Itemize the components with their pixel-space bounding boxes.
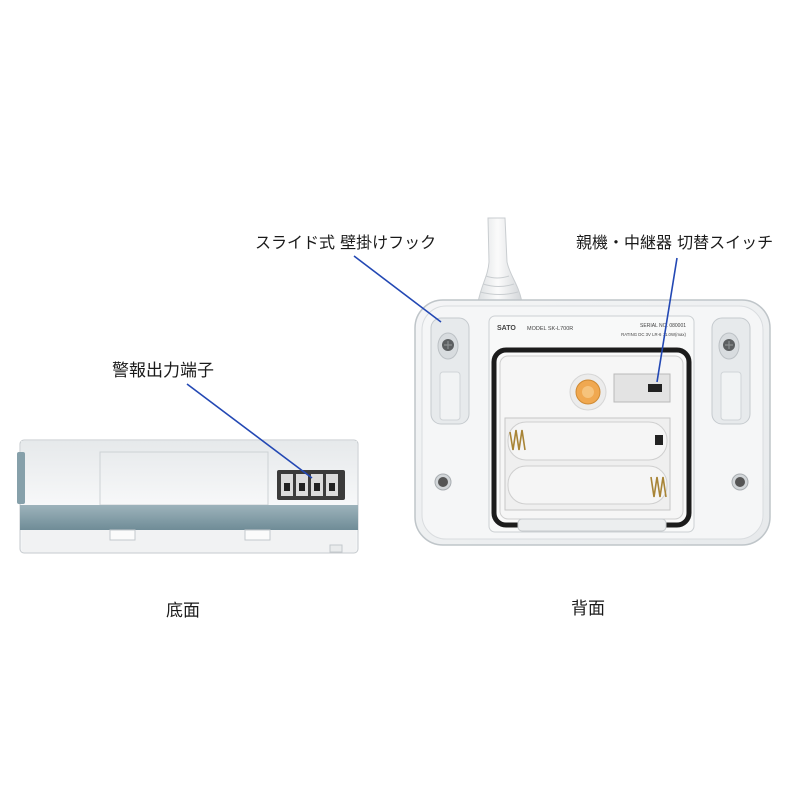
- device-side-strip: [17, 452, 25, 504]
- foot-left: [109, 529, 136, 541]
- sensor-cable: [477, 217, 523, 303]
- battery-holder: [504, 417, 671, 511]
- bottom-view-device: [17, 439, 359, 554]
- screw-slot: [725, 341, 733, 349]
- screw-icon: [438, 477, 448, 487]
- battery-slot: [507, 465, 668, 505]
- switch-label: 親機・中継器 切替スイッチ: [576, 233, 773, 252]
- alarm-output-terminal: [277, 470, 345, 500]
- rating-text: RATING DC 3V LR-6 : 1.0W(max): [621, 332, 686, 337]
- battery-slot: [507, 421, 668, 461]
- wall-hook-label: スライド式 壁掛けフック: [255, 233, 436, 252]
- model-text: MODEL SK-L700R: [527, 326, 573, 332]
- back-view-caption: 背面: [571, 599, 605, 619]
- brand-text: SATO: [497, 325, 516, 332]
- alarm-terminal-label: 警報出力端子: [112, 361, 214, 381]
- terminal-hole: [329, 483, 335, 491]
- hook-groove: [720, 371, 742, 421]
- wall-hook-left: [430, 317, 470, 425]
- serial-text: SERIAL NO. 080001: [640, 323, 686, 329]
- cover-lip: [517, 518, 667, 532]
- screw-icon: [735, 477, 745, 487]
- bottom-view-caption: 底面: [166, 601, 200, 621]
- terminal-hole: [284, 483, 290, 491]
- foot-right: [244, 529, 271, 541]
- blue-band: [20, 505, 358, 530]
- switch-housing: [613, 373, 671, 403]
- hook-groove: [439, 371, 461, 421]
- rating-label: SATO MODEL SK-L700R SERIAL NO. 080001 RA…: [497, 323, 687, 337]
- wall-hook-right: [711, 317, 751, 425]
- leader-line-wall-hook: [353, 255, 442, 323]
- battery-spring-icon: [650, 476, 667, 498]
- switch-slider: [648, 384, 662, 392]
- cable-ridge: [479, 291, 519, 295]
- terminal-hole: [299, 483, 305, 491]
- back-view-device: SATO MODEL SK-L700R SERIAL NO. 080001 RA…: [414, 217, 771, 546]
- device-bottom-strip: [22, 530, 356, 552]
- terminal-hole: [314, 483, 320, 491]
- cable-ridge: [485, 275, 510, 279]
- leader-line-alarm-terminal: [186, 383, 313, 479]
- foot-corner: [329, 544, 343, 553]
- cable-ridge: [482, 283, 515, 287]
- leader-line-switch: [656, 257, 678, 383]
- screw-slot: [444, 341, 452, 349]
- battery-spring-icon: [509, 429, 526, 451]
- battery-contact: [655, 435, 663, 445]
- orange-button-center: [582, 386, 594, 398]
- main-relay-switch: [613, 373, 671, 403]
